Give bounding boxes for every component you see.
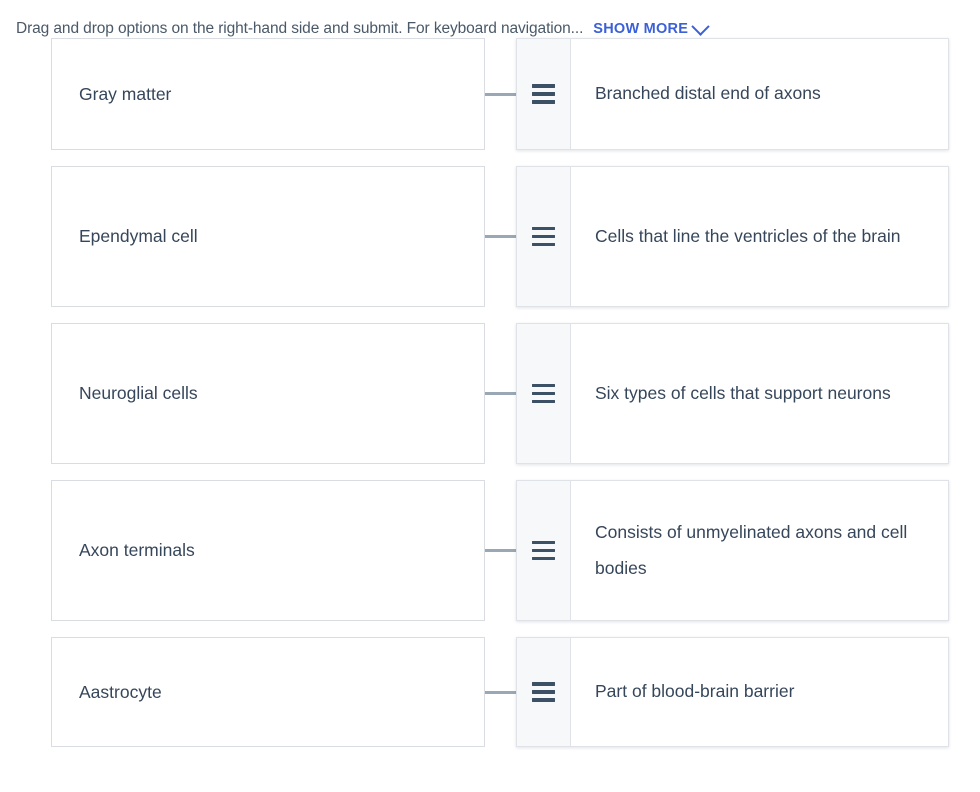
answer-label: Consists of unmyelinated axons and cell … bbox=[595, 521, 908, 578]
connector-line bbox=[485, 235, 516, 238]
connector-line bbox=[485, 392, 516, 395]
connector-line bbox=[485, 690, 516, 694]
answer-label-wrap: Cells that line the ventricles of the br… bbox=[571, 167, 948, 306]
answer-label-wrap: Part of blood-brain barrier bbox=[571, 638, 948, 746]
drag-handle-icon[interactable] bbox=[517, 39, 571, 149]
drag-handle-icon[interactable] bbox=[517, 324, 571, 463]
drag-handle-icon[interactable] bbox=[517, 167, 571, 306]
instruction-bar: Drag and drop options on the right-hand … bbox=[0, 0, 980, 37]
chevron-down-icon bbox=[691, 16, 710, 36]
answer-label-wrap: Six types of cells that support neurons bbox=[571, 324, 948, 463]
match-row: Ependymal cell Cells that line the ventr… bbox=[51, 166, 949, 307]
answer-card[interactable]: Six types of cells that support neurons bbox=[516, 323, 949, 464]
prompt-box: Neuroglial cells bbox=[51, 323, 485, 464]
drag-handle-icon[interactable] bbox=[517, 638, 571, 746]
instruction-text: Drag and drop options on the right-hand … bbox=[16, 20, 584, 37]
connector bbox=[485, 323, 516, 464]
prompt-label: Neuroglial cells bbox=[79, 383, 198, 403]
prompt-label: Ependymal cell bbox=[79, 226, 198, 246]
drag-handle-glyph bbox=[532, 540, 555, 561]
answer-label: Six types of cells that support neurons bbox=[595, 382, 891, 403]
match-row: Axon terminals Consists of unmyelinated … bbox=[51, 480, 949, 621]
answer-card[interactable]: Part of blood-brain barrier bbox=[516, 637, 949, 747]
show-more-label: SHOW MORE bbox=[593, 21, 689, 37]
answer-label: Cells that line the ventricles of the br… bbox=[595, 225, 901, 246]
prompt-box: Gray matter bbox=[51, 38, 485, 150]
connector bbox=[485, 637, 516, 747]
prompt-label: Gray matter bbox=[79, 83, 172, 104]
answer-label-wrap: Consists of unmyelinated axons and cell … bbox=[571, 481, 948, 620]
connector bbox=[485, 480, 516, 621]
connector bbox=[485, 38, 516, 150]
answer-card[interactable]: Cells that line the ventricles of the br… bbox=[516, 166, 949, 307]
connector-line bbox=[485, 92, 516, 96]
prompt-box: Ependymal cell bbox=[51, 166, 485, 307]
prompt-box: Aastrocyte bbox=[51, 637, 485, 747]
drag-handle-glyph bbox=[532, 226, 555, 247]
match-row: Gray matter Branched distal end of axons bbox=[51, 38, 949, 150]
answer-card[interactable]: Consists of unmyelinated axons and cell … bbox=[516, 480, 949, 621]
drag-handle-glyph bbox=[532, 84, 555, 104]
prompt-label: Aastrocyte bbox=[79, 681, 162, 702]
prompt-box: Axon terminals bbox=[51, 480, 485, 621]
answer-card[interactable]: Branched distal end of axons bbox=[516, 38, 949, 150]
prompt-label: Axon terminals bbox=[79, 540, 195, 560]
connector bbox=[485, 166, 516, 307]
answer-label: Part of blood-brain barrier bbox=[595, 681, 795, 702]
matching-question-list: Gray matter Branched distal end of axons… bbox=[0, 38, 980, 747]
match-row: Neuroglial cells Six types of cells that… bbox=[51, 323, 949, 464]
drag-handle-glyph bbox=[532, 383, 555, 404]
drag-handle-glyph bbox=[532, 682, 555, 702]
answer-label: Branched distal end of axons bbox=[595, 83, 821, 104]
match-row: Aastrocyte Part of blood-brain barrier bbox=[51, 637, 949, 747]
drag-handle-icon[interactable] bbox=[517, 481, 571, 620]
answer-label-wrap: Branched distal end of axons bbox=[571, 39, 948, 149]
connector-line bbox=[485, 549, 516, 552]
show-more-button[interactable]: SHOW MORE bbox=[593, 16, 710, 37]
